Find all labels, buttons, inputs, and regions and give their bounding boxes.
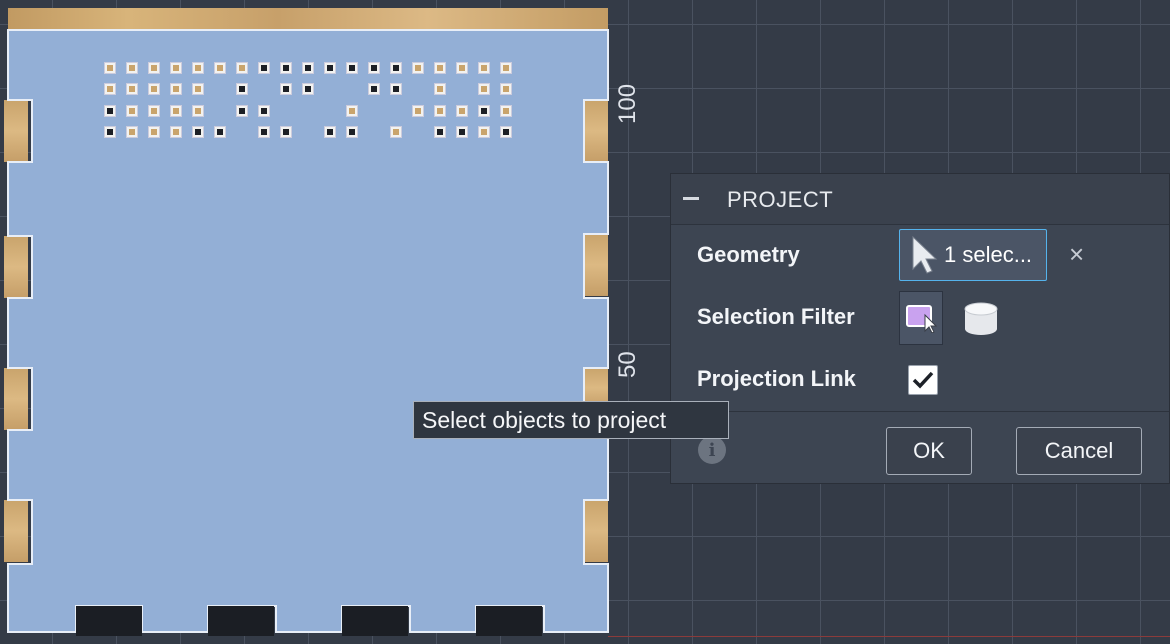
wood-tab — [584, 500, 608, 562]
geometry-selection-button[interactable]: 1 selec... — [899, 229, 1047, 281]
wood-tab — [584, 100, 608, 162]
key-hole — [236, 83, 248, 95]
key-hole — [434, 105, 446, 117]
key-hole — [170, 105, 182, 117]
key-hole — [170, 83, 182, 95]
key-hole — [478, 62, 490, 74]
key-hole — [170, 62, 182, 74]
key-hole — [302, 83, 314, 95]
wood-tab — [4, 500, 28, 562]
wood-tab — [4, 236, 28, 298]
key-hole — [126, 62, 138, 74]
key-hole — [412, 62, 424, 74]
key-hole — [478, 126, 490, 138]
key-hole — [500, 62, 512, 74]
key-hole — [148, 83, 160, 95]
key-hole — [148, 105, 160, 117]
wood-tab — [4, 368, 28, 430]
selected-panel-face[interactable] — [0, 0, 620, 644]
component-filter-button[interactable] — [959, 298, 1003, 340]
key-hole — [126, 105, 138, 117]
key-hole — [478, 105, 490, 117]
body-filter-icon — [906, 305, 937, 333]
close-icon[interactable]: × — [1069, 239, 1085, 269]
key-hole — [192, 105, 204, 117]
info-icon[interactable]: i — [698, 436, 726, 464]
project-dialog: PROJECT Geometry 1 selec... × Selection … — [670, 173, 1170, 484]
wood-tab — [584, 234, 608, 296]
key-hole — [456, 105, 468, 117]
key-hole — [104, 62, 116, 74]
key-hole — [236, 62, 248, 74]
key-hole — [434, 126, 446, 138]
axis-line — [608, 636, 1170, 637]
projection-link-checkbox[interactable] — [908, 365, 938, 395]
key-hole — [148, 62, 160, 74]
key-hole — [280, 126, 292, 138]
key-hole — [368, 62, 380, 74]
key-hole — [126, 126, 138, 138]
key-hole — [280, 83, 292, 95]
key-hole — [500, 83, 512, 95]
tooltip: Select objects to project — [413, 401, 729, 439]
key-hole — [324, 126, 336, 138]
key-hole — [478, 83, 490, 95]
ok-button[interactable]: OK — [886, 427, 972, 475]
ruler-label-100: 100 — [614, 83, 641, 124]
dialog-title: PROJECT — [727, 187, 834, 212]
geometry-label: Geometry — [697, 242, 800, 267]
ruler-label-50: 50 — [614, 351, 641, 378]
cancel-button[interactable]: Cancel — [1016, 427, 1142, 475]
key-hole — [302, 62, 314, 74]
key-hole — [346, 126, 358, 138]
key-hole — [258, 105, 270, 117]
checkmark-icon — [912, 371, 934, 389]
key-hole — [104, 83, 116, 95]
cursor-arrow-icon — [912, 235, 938, 274]
key-hole — [192, 126, 204, 138]
key-hole — [390, 83, 402, 95]
projection-link-label: Projection Link — [697, 366, 856, 391]
finger-slot — [476, 606, 542, 636]
key-hole — [434, 83, 446, 95]
key-hole — [434, 62, 446, 74]
key-hole — [104, 105, 116, 117]
key-hole — [170, 126, 182, 138]
key-hole — [192, 62, 204, 74]
key-hole — [148, 126, 160, 138]
key-hole — [280, 62, 292, 74]
selection-filter-label: Selection Filter — [697, 304, 855, 329]
dialog-header: PROJECT — [671, 174, 1169, 225]
key-hole — [346, 105, 358, 117]
key-hole — [258, 62, 270, 74]
dialog-footer: i OK Cancel — [671, 411, 1169, 485]
geometry-value: 1 selec... — [944, 242, 1033, 267]
key-hole — [104, 126, 116, 138]
key-hole — [500, 105, 512, 117]
key-hole — [500, 126, 512, 138]
collapse-icon[interactable] — [683, 197, 699, 200]
body-filter-button[interactable] — [899, 291, 943, 345]
finger-slot — [76, 606, 142, 636]
key-hole — [456, 126, 468, 138]
component-cylinder-icon — [964, 302, 998, 335]
key-hole — [214, 126, 226, 138]
key-hole — [236, 105, 248, 117]
key-hole — [192, 83, 204, 95]
key-hole — [214, 62, 226, 74]
finger-slot — [342, 606, 408, 636]
key-hole — [324, 62, 336, 74]
key-hole — [368, 83, 380, 95]
key-hole — [346, 62, 358, 74]
wood-tab — [4, 100, 28, 162]
finger-slot — [208, 606, 274, 636]
key-hole — [456, 62, 468, 74]
key-hole — [258, 126, 270, 138]
key-hole — [126, 83, 138, 95]
key-hole — [390, 62, 402, 74]
key-hole — [390, 126, 402, 138]
key-hole — [412, 105, 424, 117]
